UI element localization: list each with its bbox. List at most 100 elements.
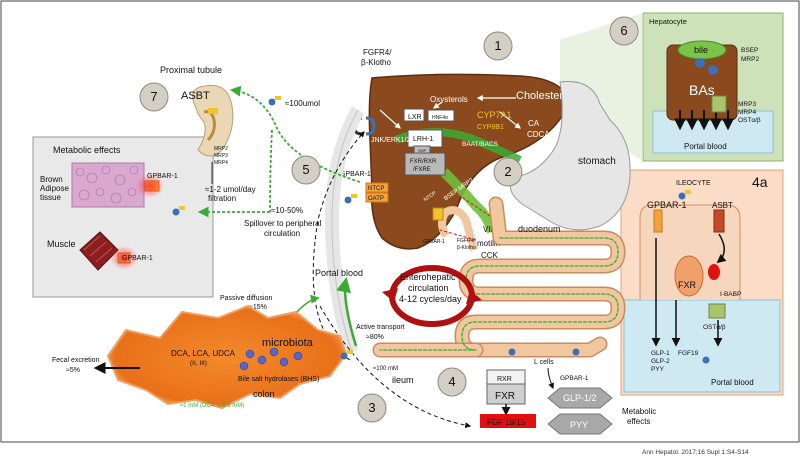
fxr-ileum-label: FXR (495, 391, 515, 402)
fxr-ileocyte: FXR (678, 280, 697, 290)
metabolic-effects-2: effects (627, 417, 650, 426)
gpbar1-ileocyte: GPBAR-1 (647, 200, 687, 210)
hepatocyte-label: Hepatocyte (649, 17, 687, 26)
mrp2-kidney: MRP2 (214, 146, 228, 152)
metabolic-effects-title: Metabolic effects (53, 145, 121, 155)
fxr-rxr-label-2: /FXRE (413, 167, 431, 173)
small-intestine: duodenum ileum ≈100 mM L cells GPBAR-1 (372, 196, 626, 385)
entero-label-1: Enterohepatic (400, 272, 456, 282)
ost-label: OSTα/β (738, 117, 761, 124)
lxr-label: LXR (408, 114, 422, 121)
duodenum-label: duodenum (518, 224, 561, 234)
mrp3-label: MRP3 (738, 101, 756, 108)
ibabp-label: I-BABP (720, 291, 741, 298)
step-2-number: 2 (504, 164, 511, 179)
step-1-number: 1 (494, 38, 501, 53)
bile-label: bile (694, 45, 708, 55)
jnk-label: JNK/ERK1/2 (371, 137, 410, 144)
stomach: stomach (510, 80, 631, 231)
colon-label: colon (253, 389, 275, 399)
mrp4-kidney: MRP4 (214, 160, 228, 166)
bsh-label: Bile salt hydrolases (BHS) (238, 376, 319, 383)
oatp-label: OATP (368, 196, 384, 202)
vip-label: VIP (483, 225, 496, 234)
proximal-tubule-label: Proximal tubule (160, 65, 222, 75)
ntcp-label: NTCP (368, 186, 384, 192)
stomach-label: stomach (578, 156, 616, 167)
active-transport-2: ≈80% (366, 334, 384, 341)
step-5-circle (291, 155, 321, 185)
portal-blood-ileocyte: Portal blood (711, 378, 754, 387)
step-5-number: 5 (302, 162, 309, 177)
metabolic-effects-1: Metabolic (622, 407, 656, 416)
oxysterols-label: Oxysterols (430, 95, 468, 104)
lrh1-label: LRH-1 (413, 136, 433, 143)
receptor-glyphs (172, 96, 710, 364)
colon-concentration: ≈1 mM (DCA→ 0.8 mM) (180, 403, 244, 409)
passive-diffusion-2: ≈15% (249, 304, 267, 311)
ileum-label: ileum (392, 375, 414, 385)
active-transport-1: Active transport (356, 324, 405, 331)
hepatocyte-panel: Hepatocyte bile BSEP MRP2 BAs MRP3 MRP4 … (560, 12, 784, 162)
step-3-number: 3 (368, 400, 375, 415)
shp-label: SHP (418, 148, 427, 153)
step-7-circle (139, 82, 169, 112)
fecal-excretion-1: Fecal excretion (52, 357, 100, 364)
portal-blood-mid: Portal blood (315, 268, 363, 278)
fxr-rxr-label-1: FXR/RXR (410, 159, 437, 165)
fgfr4-gb-1: FGFR4/ (457, 238, 475, 244)
rxr-label: RXR (497, 376, 512, 383)
cyp7a1-label: CYP7A1 (477, 110, 512, 120)
gpbar1-liver: GPBAR-1 (340, 171, 371, 178)
pyy-ileocyte: PYY (651, 366, 665, 373)
step-3-circle (357, 393, 387, 423)
dca-label: DCA, LCA, UDCA (171, 349, 236, 358)
asbt-kidney-label: ASBT (181, 90, 210, 102)
mrp2-label: MRP2 (741, 56, 759, 63)
entero-label-3: 4-12 cycles/day (399, 294, 462, 304)
filtration-label-2: filtration (208, 194, 236, 203)
cholesterol-label: Cholesterol (516, 90, 572, 102)
passive-diffusion-1: Passive diffusion (220, 295, 273, 302)
step-7-number: 7 (150, 89, 157, 104)
filtration-label-1: ≈1-2 umol/day (205, 185, 256, 194)
bas-label: BAs (689, 82, 715, 98)
ileum-concentration: ≈100 mM (373, 366, 398, 372)
pyy-label: PYY (570, 420, 588, 430)
citation: Ann Hepatol. 2017;16 Supl 1:S4-S14 (642, 449, 749, 456)
dca-sub-label: (II, III) (190, 360, 207, 367)
gpbar1-brown: GPBAR-1 (147, 173, 178, 180)
colon: microbiota DCA, LCA, UDCA (II, III) Bile… (52, 304, 348, 410)
l-cells-label: L cells (534, 359, 554, 366)
bsep-label: BSEP (741, 47, 758, 54)
fgfr4-top-1: FGFR4/ (363, 48, 392, 57)
baat-label: BAAT/BACS (462, 141, 499, 148)
cdca-label: CDCA (527, 130, 550, 139)
portal-vessel: Portal blood ≈10-50% Spillover to periph… (197, 85, 472, 429)
label-4a: 4a (752, 174, 768, 190)
mrp4-label: MRP4 (738, 109, 756, 116)
brown-label-3: tissue (40, 193, 61, 202)
cck-label: CCK (481, 251, 499, 260)
fgf19-label: FGF19 (678, 350, 699, 357)
asbt-ileocyte: ASBT (712, 201, 733, 210)
entero-label-2: circulation (408, 283, 449, 293)
brown-label-1: Brown (40, 175, 63, 184)
brown-label-2: Adipose (40, 184, 69, 193)
umol-100-label: ≈100umol (285, 99, 320, 108)
step-1-circle (483, 31, 513, 61)
mrp3-kidney: MRP3 (214, 153, 228, 159)
glp2-label: GLP-2 (651, 358, 670, 365)
fgfr4-top-2: β-Klotho (361, 58, 392, 67)
cdca-sub-label: (I) (535, 143, 541, 149)
ost-ileocyte: OSTα/β (703, 324, 726, 331)
spillover-label-2: Spillover to peripheral (244, 219, 322, 228)
muscle-label: Muscle (47, 239, 76, 249)
fgfr4-gb-2: β-Klotho (457, 245, 476, 251)
hnf4a-label: HNF4α (432, 115, 448, 121)
gpbar1-muscle: GPBAR-1 (122, 255, 153, 262)
fgf-label: FGF 19/15 (487, 418, 526, 427)
step-4-circle (437, 367, 467, 397)
gallbladder-area: GPBAR-1 FGFR4/ β-Klotho VIP motilin CCK (423, 195, 500, 260)
